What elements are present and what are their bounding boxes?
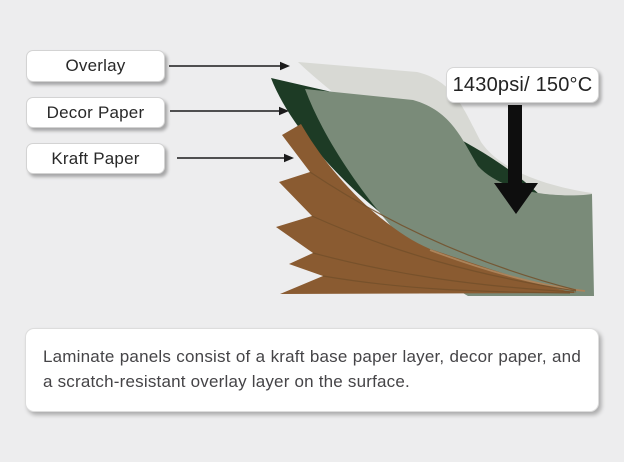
label-decor-paper-text: Decor Paper: [46, 102, 145, 122]
pressure-badge-text: 1430psi/ 150°C: [452, 73, 593, 96]
pointer-arrow-heads: [279, 61, 294, 163]
pointer-arrow-lines: [169, 65, 284, 159]
pressure-arrow: [494, 105, 538, 214]
kraft-divider-line: [311, 215, 577, 292]
pressure-badge: 1430psi/ 150°C: [446, 67, 599, 103]
decor-paper-face-shape: [305, 89, 594, 296]
pressure-arrow-head: [494, 183, 538, 214]
kraft-divider-line: [322, 275, 571, 294]
kraft-divider-line: [312, 252, 575, 293]
caption-box: Laminate panels consist of a kraft base …: [25, 328, 599, 412]
label-overlay: Overlay: [26, 50, 165, 82]
pointer-arrowhead-icon: [279, 106, 289, 116]
kraft-sheet-divider-lines: [309, 171, 577, 294]
pressure-arrow-shaft: [508, 105, 522, 185]
kraft-paper-stack-shape: [276, 124, 577, 294]
pointer-arrowhead-icon: [280, 61, 290, 71]
kraft-edge-highlight-line: [429, 249, 586, 292]
label-overlay-text: Overlay: [65, 56, 126, 75]
pointer-arrowhead-icon: [284, 153, 294, 163]
label-kraft-paper-text: Kraft Paper: [51, 148, 140, 168]
label-kraft-paper: Kraft Paper: [26, 143, 165, 174]
kraft-divider-line: [309, 171, 577, 291]
label-decor-paper: Decor Paper: [26, 97, 165, 128]
caption-text: Laminate panels consist of a kraft base …: [43, 347, 581, 391]
